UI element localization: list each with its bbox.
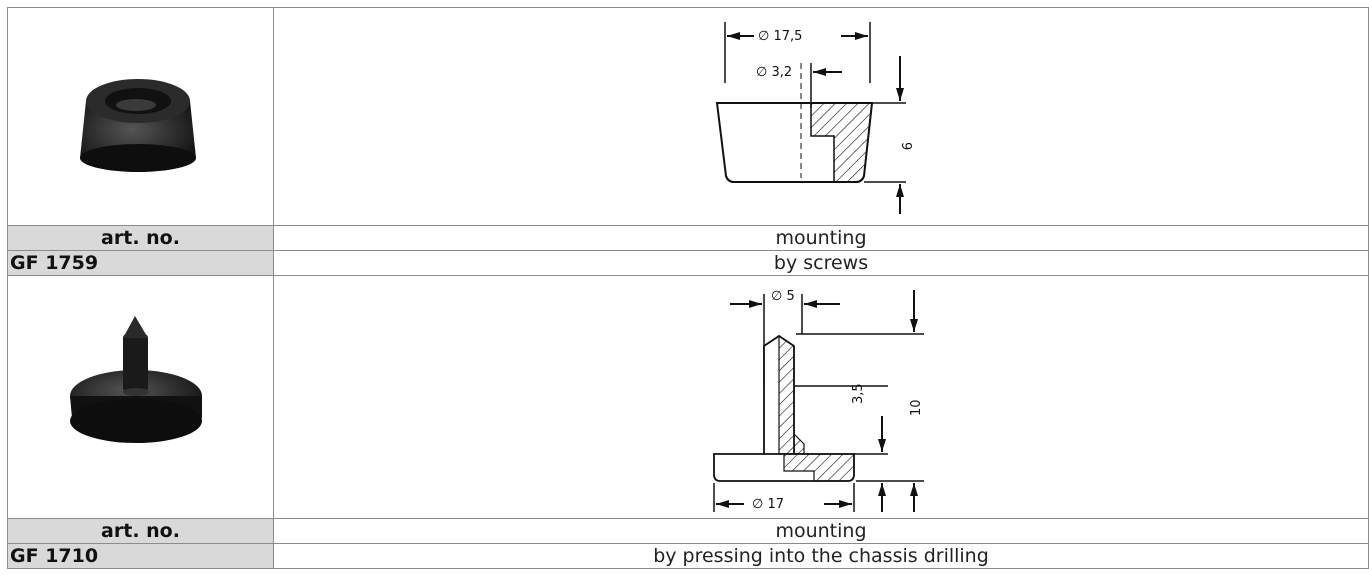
product-photo-cell-2 [7, 275, 274, 519]
dim-pin-label: ∅ 5 [771, 289, 795, 304]
technical-drawing-2: ∅ 5 3,5 10 [713, 289, 924, 512]
technical-drawing-cell-2: ∅ 5 3,5 10 [273, 275, 1369, 519]
header-row-1: art. no. mounting [7, 225, 1369, 251]
dim-pin-height-label: 3,5 [851, 383, 866, 404]
header-row-2: art. no. mounting [7, 518, 1369, 544]
art-no-value: GF 1710 [7, 543, 274, 569]
rubber-foot-pin-photo [70, 316, 202, 443]
product-image-row-1: ∅ 17,5 ∅ 3,2 [7, 7, 1369, 226]
dim-hole-label: ∅ 3,2 [756, 65, 792, 80]
technical-drawing-cell-1: ∅ 17,5 ∅ 3,2 [273, 7, 1369, 226]
product-photo-cell-1 [7, 7, 274, 226]
art-no-value: GF 1759 [7, 250, 274, 276]
technical-drawing-1: ∅ 17,5 ∅ 3,2 [715, 22, 913, 214]
art-no-header: art. no. [7, 518, 274, 544]
art-no-header: art. no. [7, 225, 274, 251]
mounting-value: by screws [273, 250, 1369, 276]
dim-base-label: ∅ 17 [752, 497, 784, 512]
rubber-foot-photo [80, 79, 196, 172]
value-row-2: GF 1710 by pressing into the chassis dri… [7, 543, 1369, 569]
dim-total-label: 10 [909, 399, 924, 416]
mounting-header: mounting [273, 518, 1369, 544]
mounting-value: by pressing into the chassis drilling [273, 543, 1369, 569]
dim-height-label: 9 [898, 142, 913, 150]
mounting-header: mounting [273, 225, 1369, 251]
product-table: ∅ 17,5 ∅ 3,2 [7, 7, 1369, 569]
value-row-1: GF 1759 by screws [7, 250, 1369, 276]
product-image-row-2: ∅ 5 3,5 10 [7, 275, 1369, 519]
dim-outer-label: ∅ 17,5 [758, 29, 802, 44]
